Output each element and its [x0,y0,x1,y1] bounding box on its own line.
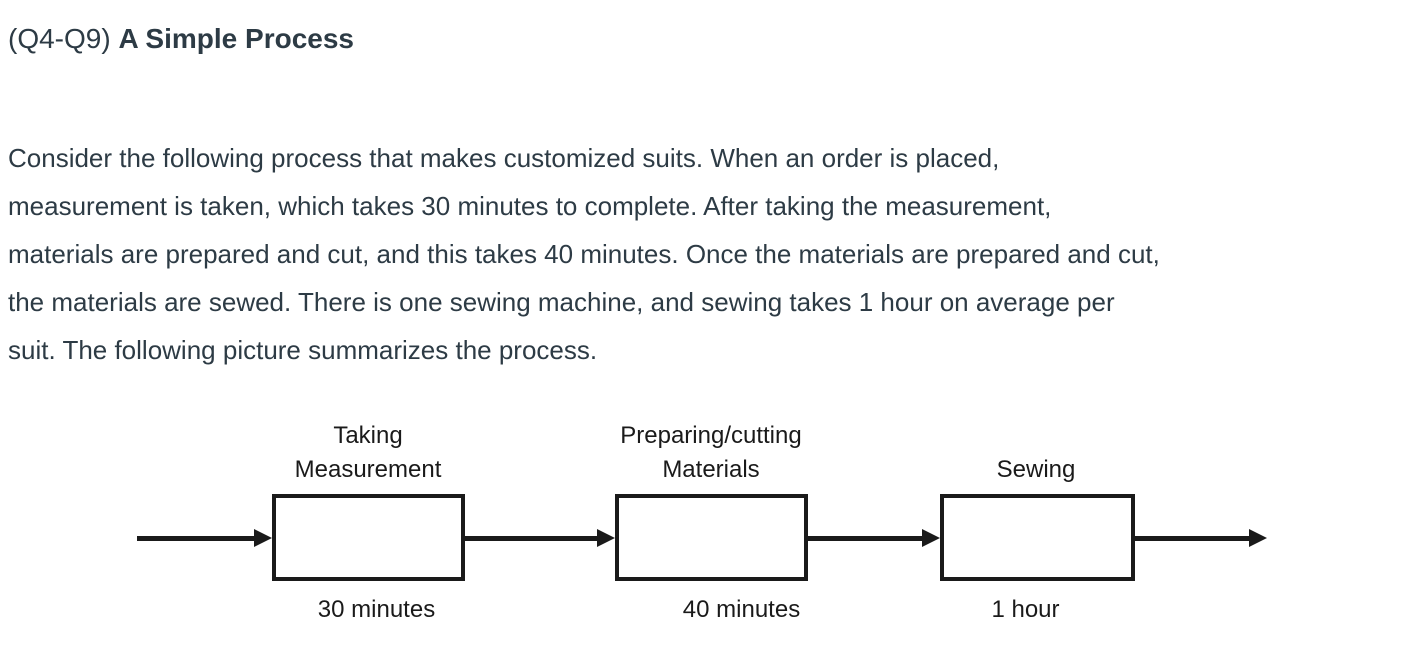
step-time-preparing-cutting: 40 minutes [682,596,801,623]
flow-arrow-output-head [1249,529,1267,547]
flow-arrow-input-line [137,536,256,541]
step-label-sewing: Sewing [996,456,1076,483]
step-time-taking-measurement: 30 minutes [317,596,436,623]
flow-arrow-output-line [1135,536,1251,541]
step-label-taking-measurement: Taking Measurement [294,422,442,483]
problem-statement: Consider the following process that make… [8,134,1160,374]
page-title-text: A Simple Process [118,23,354,54]
process-box-taking-measurement [272,494,465,581]
body-line: the materials are sewed. There is one se… [8,287,1115,317]
question-range-label: (Q4-Q9) [8,23,119,54]
step-label-preparing-cutting: Preparing/cutting Materials [620,422,802,483]
flow-arrow-input-head [254,529,272,547]
body-line: suit. The following picture summarizes t… [8,335,598,365]
step-time-sewing: 1 hour [991,596,1060,623]
flow-arrow-1-line [465,536,599,541]
body-line: Consider the following process that make… [8,143,1000,173]
page-title: (Q4-Q9) A Simple Process [8,20,354,58]
flow-arrow-1-head [597,529,615,547]
process-box-sewing [940,494,1135,581]
body-line: materials are prepared and cut, and this… [8,239,1160,269]
process-box-preparing-cutting [615,494,808,581]
flow-arrow-2-head [922,529,940,547]
body-line: measurement is taken, which takes 30 min… [8,191,1052,221]
flow-arrow-2-line [808,536,924,541]
